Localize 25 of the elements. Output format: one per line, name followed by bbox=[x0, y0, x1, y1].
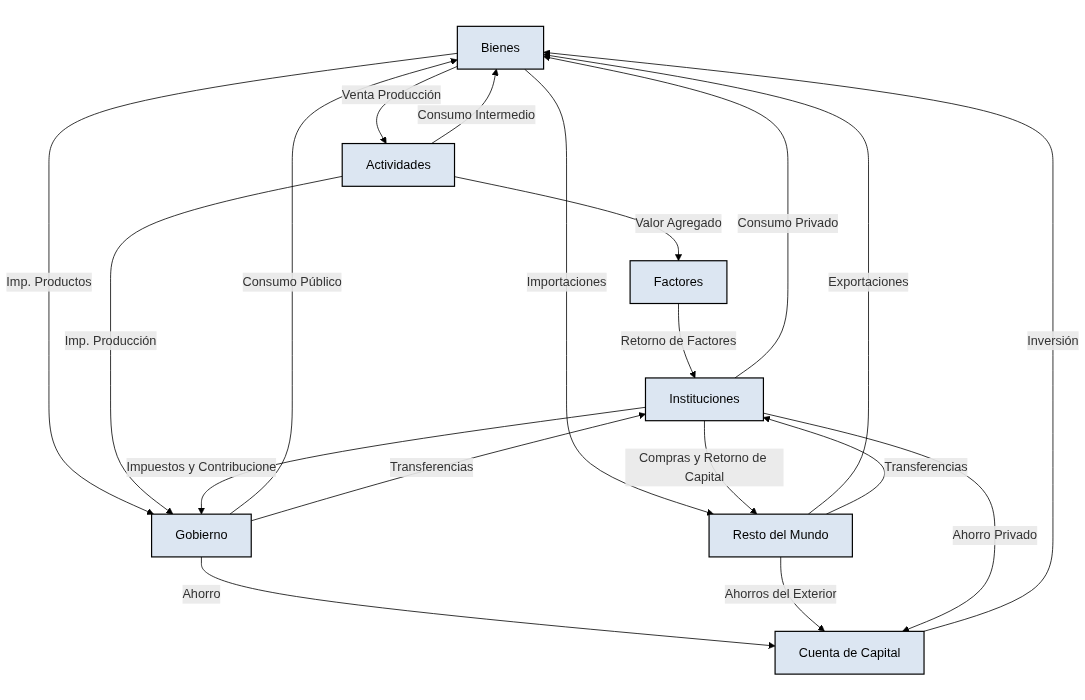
edge-label: Imp. Productos bbox=[6, 274, 92, 289]
node-box: Actividades bbox=[341, 142, 456, 187]
edge-label: Imp. Producción bbox=[64, 333, 157, 347]
node-box: Resto del Mundo bbox=[708, 513, 853, 558]
edge-label: Exportaciones bbox=[828, 274, 909, 289]
edge-label: Valor Agregado bbox=[635, 216, 722, 230]
edge-label: Inversión bbox=[1027, 333, 1079, 347]
edge-label: Retorno de Factores bbox=[620, 333, 737, 347]
node-box: Factores bbox=[629, 259, 728, 304]
edge-label: Ahorros del Exterior bbox=[724, 586, 837, 601]
edge-label: Compras y Retorno de Capital bbox=[638, 450, 767, 484]
edge-label: Venta Producción bbox=[341, 87, 442, 101]
edge-label: Impuestos y Contribucione bbox=[126, 460, 277, 474]
edge-label: Transferencias bbox=[390, 460, 474, 474]
edge-label: Consumo Público bbox=[242, 274, 342, 289]
edge-label: Consumo Intermedio bbox=[417, 107, 536, 121]
edge-label: Ahorro Privado bbox=[952, 528, 1038, 542]
node-box: Gobierno bbox=[151, 513, 252, 558]
node-box: Bienes bbox=[456, 25, 545, 70]
edge-label: Ahorro bbox=[182, 586, 221, 601]
edge-label: Consumo Privado bbox=[737, 216, 839, 230]
edge-label: Importaciones bbox=[526, 274, 607, 289]
node-box: Cuenta de Capital bbox=[774, 630, 925, 675]
node-box: Instituciones bbox=[644, 377, 765, 422]
edge-label: Transferencias bbox=[884, 460, 968, 474]
